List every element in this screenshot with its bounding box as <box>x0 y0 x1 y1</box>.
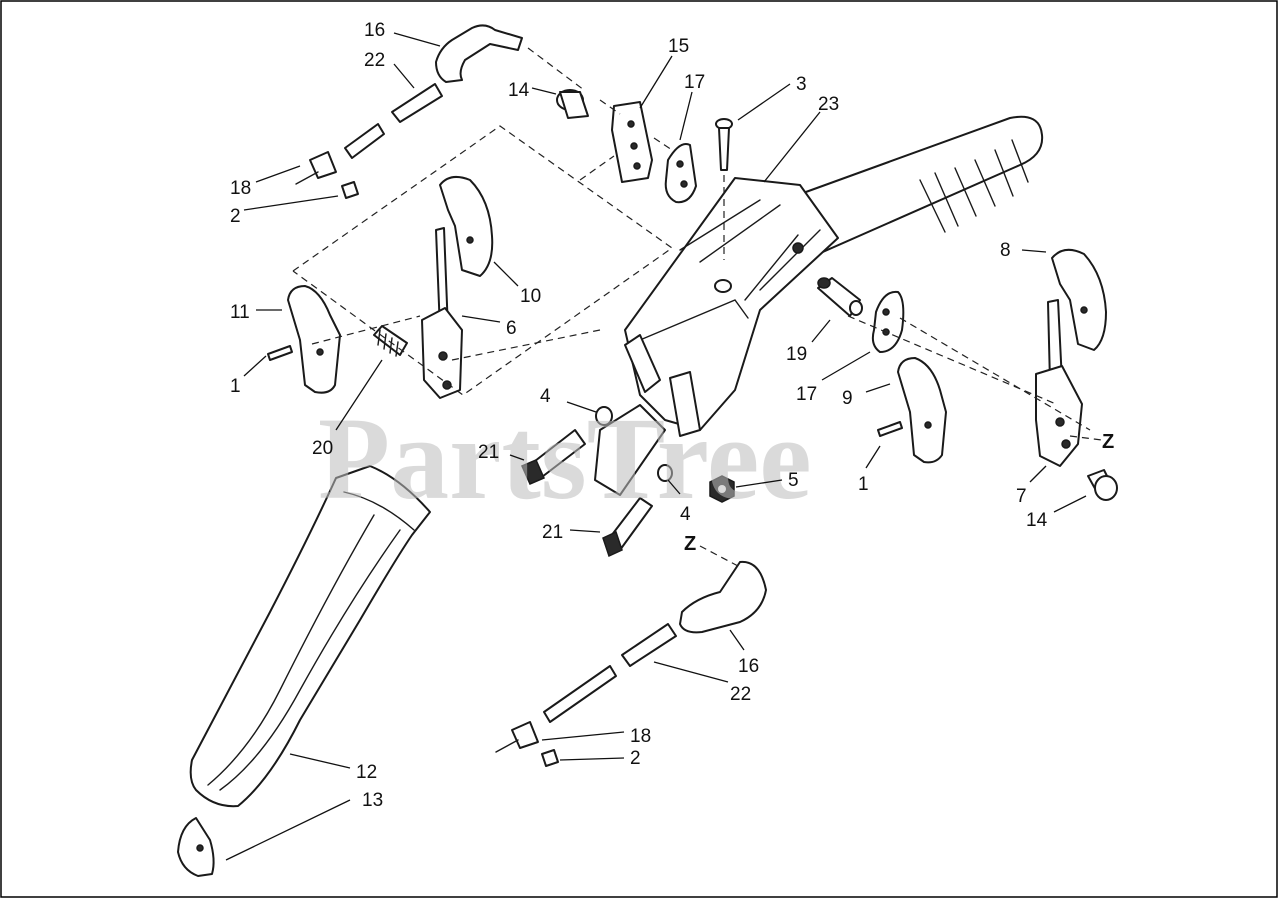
part-5-nut <box>709 475 735 503</box>
callout-10: 10 <box>520 286 541 307</box>
part-2-top <box>341 181 359 199</box>
part-18-bottom <box>495 665 617 753</box>
callout-1-left: 1 <box>230 376 241 397</box>
callout-15: 15 <box>668 36 689 57</box>
bracket-cover <box>594 404 666 496</box>
part-6-lever <box>421 227 463 399</box>
part-17-right <box>871 290 905 353</box>
callout-16-bottom: 16 <box>738 656 759 677</box>
part-4-washer-bottom <box>657 464 673 482</box>
leader-lines <box>225 32 1087 861</box>
part-16-bottom <box>679 560 767 634</box>
part-7-lever <box>1035 299 1083 467</box>
part-18-top <box>295 123 385 185</box>
callout-9: 9 <box>842 388 853 409</box>
part-2-bottom <box>541 749 559 767</box>
part-15-plate <box>611 101 653 183</box>
callout-2-top: 2 <box>230 206 241 227</box>
callout-labels: 16 22 14 15 17 3 23 18 2 10 6 11 1 20 4 … <box>230 20 1048 811</box>
part-4-washer-top <box>595 406 613 426</box>
callout-20: 20 <box>312 438 333 459</box>
reference-marks: Z Z <box>684 431 1114 555</box>
part-17-top <box>664 143 697 204</box>
ref-mark-z-bottom: Z <box>684 533 696 555</box>
watermark: PartsTree <box>318 393 812 524</box>
part-10-lever <box>439 175 494 277</box>
part-12-chute <box>189 465 431 808</box>
callout-5: 5 <box>788 470 799 491</box>
callout-17-top: 17 <box>684 72 705 93</box>
callout-1-right: 1 <box>858 474 869 495</box>
callout-23: 23 <box>818 94 839 115</box>
callout-14-right: 14 <box>1026 510 1048 531</box>
part-22-bottom <box>621 623 677 667</box>
callout-19: 19 <box>786 344 807 365</box>
part-8-lever <box>1051 248 1107 351</box>
callout-11: 11 <box>230 302 250 323</box>
part-16-top <box>435 24 523 83</box>
part-22-top <box>391 83 443 123</box>
ref-mark-z-right: Z <box>1102 431 1114 453</box>
callout-21-top: 21 <box>478 442 499 463</box>
callout-3: 3 <box>796 74 807 95</box>
callout-17-right: 17 <box>796 384 817 405</box>
part-21-bolt-top <box>521 429 586 485</box>
callout-22-top: 22 <box>364 50 385 71</box>
part-14-top <box>556 89 589 119</box>
callout-6: 6 <box>506 318 517 339</box>
callout-22-bottom: 22 <box>730 684 751 705</box>
callout-7: 7 <box>1016 486 1027 507</box>
main-bracket <box>624 177 839 437</box>
callout-12: 12 <box>356 762 377 783</box>
callout-4-bottom: 4 <box>680 504 691 525</box>
callout-21-bottom: 21 <box>542 522 563 543</box>
callout-2-bottom: 2 <box>630 748 641 769</box>
callout-4-top: 4 <box>540 386 551 407</box>
callout-18-bottom: 18 <box>630 726 651 747</box>
part-20-spring <box>373 325 408 357</box>
callout-14-top: 14 <box>508 80 530 101</box>
callout-18-top: 18 <box>230 178 251 199</box>
part-3-screw <box>715 118 733 171</box>
part-14-right <box>1087 469 1118 501</box>
callout-13: 13 <box>362 790 383 811</box>
assembly-lines <box>292 47 1103 567</box>
part-21-bolt-bottom <box>602 497 653 558</box>
part-19-spacer <box>817 277 863 317</box>
handle-grip <box>769 115 1044 263</box>
callout-8: 8 <box>1000 240 1011 261</box>
callout-16-top: 16 <box>364 20 385 41</box>
part-1-left <box>267 345 293 361</box>
part-9-handle <box>897 357 947 464</box>
part-13-deflector <box>177 817 215 877</box>
part-11-handle <box>287 285 341 394</box>
part-1-right <box>877 421 903 437</box>
